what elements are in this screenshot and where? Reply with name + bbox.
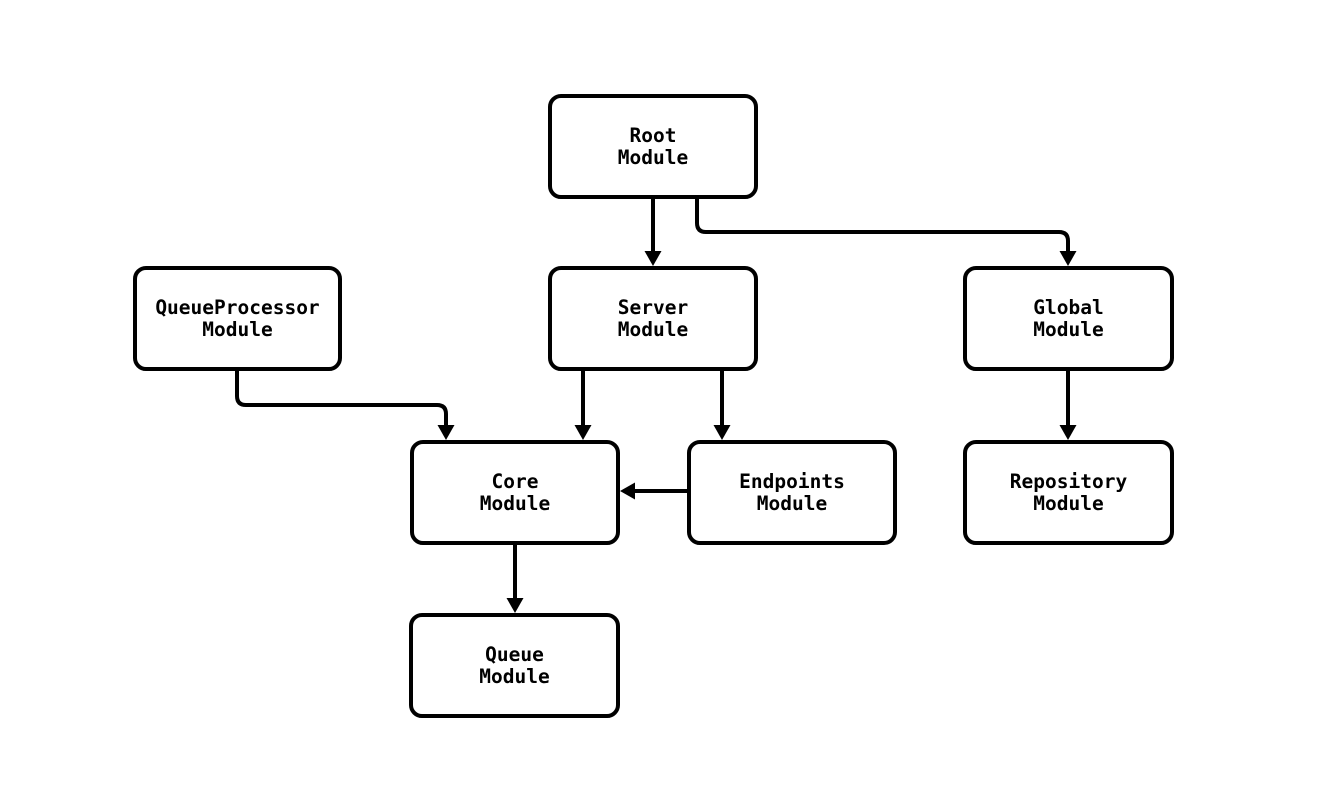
edge-queueprocessor-to-core-line: [235, 371, 448, 432]
queueprocessor-module-node-label-line1: QueueProcessor: [155, 296, 319, 319]
edge-queueprocessor-to-core-arrowhead-icon: [437, 425, 455, 440]
edge-global-to-repository-arrowhead-icon: [1059, 425, 1077, 440]
endpoints-module-node-rect[interactable]: [687, 440, 897, 545]
queue-module-node-label-line1: Queue: [485, 643, 544, 666]
edge-server-to-core-arrowhead-icon: [574, 425, 592, 440]
core-module-node-label-line2: Module: [480, 492, 550, 515]
edge-core-to-queue: [506, 545, 524, 613]
edges-layer: [235, 199, 1077, 613]
edge-root-to-global-line: [695, 199, 1070, 258]
core-module-node-label-line1: Core: [492, 470, 539, 493]
edge-endpoints-to-core: [620, 482, 687, 500]
core-module-node-rect[interactable]: [410, 440, 620, 545]
global-module-node-label-line1: Global: [1033, 296, 1103, 319]
global-module-node-rect[interactable]: [963, 266, 1174, 371]
endpoints-module-node-label-line2: Module: [757, 492, 827, 515]
edge-core-to-queue-arrowhead-icon: [506, 598, 524, 613]
edge-root-to-server: [644, 199, 662, 266]
edge-server-to-endpoints: [713, 371, 731, 440]
edge-root-to-global-arrowhead-icon: [1059, 251, 1077, 266]
queue-module-node-label-line2: Module: [479, 665, 549, 688]
repository-module-node-label-line2: Module: [1033, 492, 1103, 515]
edge-global-to-repository: [1059, 371, 1077, 440]
edge-server-to-endpoints-arrowhead-icon: [713, 425, 731, 440]
nodes-layer: RootModuleQueueProcessorModuleServerModu…: [133, 94, 1174, 718]
server-module-node-label-line1: Server: [618, 296, 688, 319]
queueprocessor-module-node-rect[interactable]: [133, 266, 342, 371]
edge-server-to-core: [574, 371, 592, 440]
edge-root-to-server-arrowhead-icon: [644, 251, 662, 266]
edge-root-to-global: [695, 199, 1077, 266]
edge-endpoints-to-core-arrowhead-icon: [620, 482, 635, 500]
queueprocessor-module-node-label-line2: Module: [202, 318, 272, 341]
root-module-node-rect[interactable]: [548, 94, 758, 199]
root-module-node-label-line1: Root: [630, 124, 677, 147]
server-module-node-rect[interactable]: [548, 266, 758, 371]
queue-module-node-rect[interactable]: [409, 613, 620, 718]
server-module-node-label-line2: Module: [618, 318, 688, 341]
edge-queueprocessor-to-core: [235, 371, 455, 440]
root-module-node-label-line2: Module: [618, 146, 688, 169]
global-module-node-label-line2: Module: [1033, 318, 1103, 341]
repository-module-node-rect[interactable]: [963, 440, 1174, 545]
repository-module-node-label-line1: Repository: [1010, 470, 1128, 493]
endpoints-module-node-label-line1: Endpoints: [739, 470, 845, 493]
